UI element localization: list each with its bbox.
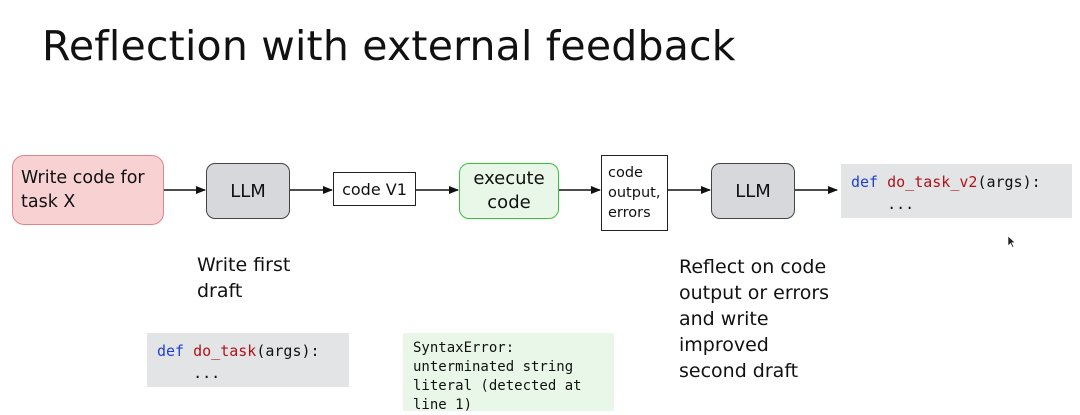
node-write-code-task: Write code for task X [12,155,164,225]
mouse-cursor-icon [1007,235,1016,248]
code-body: ... [851,195,915,213]
code-args: (args): [977,173,1041,191]
code-function-name: do_task [193,342,257,360]
node-execute-code: execute code [459,163,559,219]
code-keyword: def [851,173,879,191]
code-snippet-v1: def do_task(args): ... [147,333,349,387]
page-title: Reflection with external feedback [42,22,736,70]
node-code-v1: code V1 [333,172,416,206]
node-llm-first: LLM [206,163,290,219]
caption-write-first-draft: Write first draft [197,254,291,302]
code-args: (args): [256,342,320,360]
code-keyword: def [157,342,185,360]
caption-reflect: Reflect on code output or errors and wri… [679,256,830,382]
node-llm-second: LLM [711,163,795,219]
node-code-output-errors: code output, errors [601,155,668,231]
code-body: ... [157,364,221,382]
code-function-name: do_task_v2 [887,173,978,191]
error-message: SyntaxError: unterminated string literal… [403,333,614,413]
code-snippet-v2: def do_task_v2(args): ... [841,164,1072,218]
